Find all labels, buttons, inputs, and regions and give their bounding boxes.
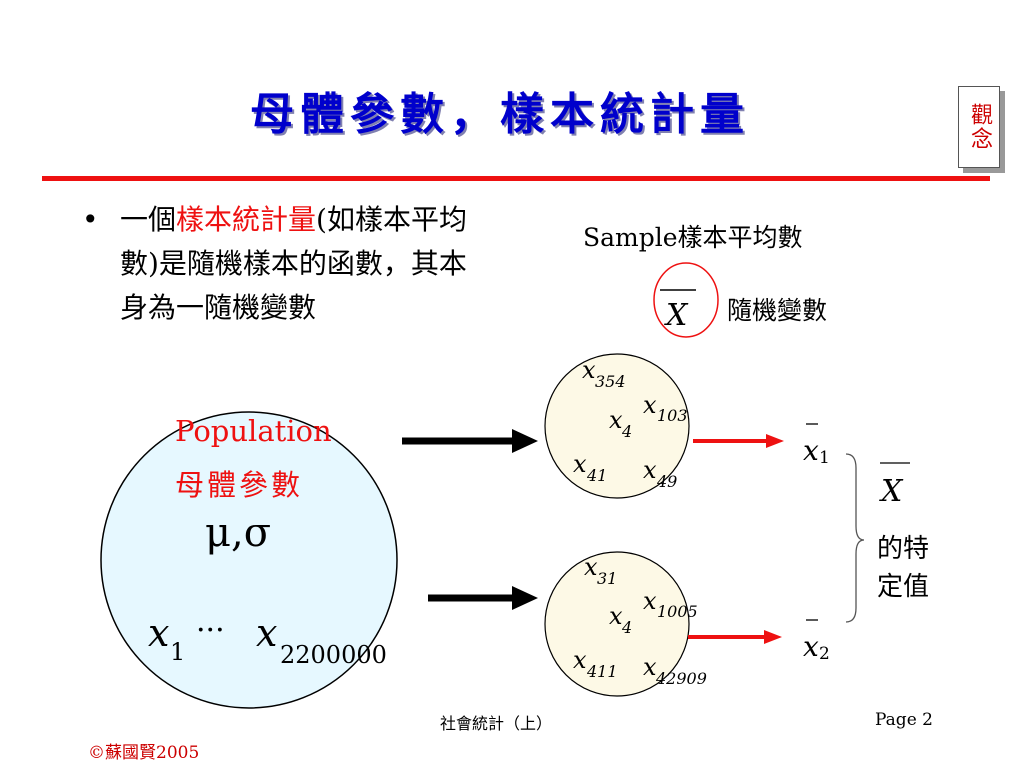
sample-item: x (573, 450, 587, 478)
property-label: 的特定值 (876, 534, 929, 602)
arrowhead-1-icon (512, 429, 538, 453)
population-label-en: Population (175, 414, 332, 448)
arrowhead-2-icon (512, 586, 538, 610)
brace-xbar-symbol: X (879, 474, 904, 509)
red-arrowhead-2-icon (764, 630, 782, 644)
population-range: x 1 ··· x 2200000 (148, 611, 387, 669)
sample-item-sub: 4 (621, 618, 632, 637)
svg-text:2: 2 (819, 644, 830, 664)
slide-title: 母體參數，樣本統計量 (250, 89, 750, 140)
footer-copyright: ©蘇國賢2005 (88, 743, 200, 763)
red-arrowhead-1-icon (766, 434, 784, 448)
svg-text:x: x (803, 630, 819, 663)
population-circle (100, 411, 398, 709)
sample-item: x (573, 646, 587, 674)
sample-item: x (643, 587, 657, 615)
sample-2-circle (544, 551, 690, 697)
sample-item-sub: 354 (595, 372, 626, 391)
sample-1-circle (544, 353, 690, 499)
sample-item-sub: 1005 (657, 602, 698, 621)
sample-item: x (643, 456, 657, 484)
sample-item: x (582, 356, 596, 384)
bullet-text: 一個樣本統計量(如樣本平均數)是隨機樣本的函數，其本身為一隨機變數 (90, 198, 470, 330)
footer-page-number: Page 2 (875, 710, 933, 730)
concept-badge: 觀念 (958, 86, 1000, 168)
bullet-prefix: 一個 (120, 203, 177, 236)
sample-item: x (643, 653, 657, 681)
right-brace-icon (845, 453, 865, 623)
svg-text:1: 1 (819, 448, 830, 468)
population-label-zh: 母體參數 (175, 468, 304, 502)
sample-item-sub: 49 (656, 472, 677, 491)
range-last-sub: 2200000 (280, 641, 387, 669)
sample-item: x (609, 406, 623, 434)
bullet-dot-icon: • (82, 203, 99, 236)
sample-item-sub: 41 (586, 466, 607, 485)
sample-item-sub: 31 (597, 569, 617, 588)
bullet-highlight: 樣本統計量 (176, 203, 317, 236)
range-dots: ··· (196, 613, 225, 648)
sample-2-items: x 31 x 1005 x 4 x 411 x 42909 (573, 553, 707, 688)
sample-item: x (609, 602, 623, 630)
sample-item: x (584, 553, 598, 581)
sample-1-items: x 354 x 103 x 4 x 41 x 49 (573, 356, 688, 491)
range-first-sub: 1 (170, 638, 185, 666)
sample-item-sub: 411 (586, 662, 618, 681)
xbar-highlight-circle (653, 262, 719, 338)
population-params: μ,σ (205, 510, 272, 556)
range-last-var: x (256, 611, 277, 655)
sample-mean-1: x 1 (803, 423, 830, 468)
bullet-list: • 一個樣本統計量(如樣本平均數)是隨機樣本的函數，其本身為一隨機變數 (82, 198, 470, 330)
xbar-symbol: X (664, 298, 689, 333)
sample-mean-label: Sample樣本平均數 (583, 223, 803, 252)
sample-item-sub: 42909 (655, 669, 707, 688)
sample-mean-2: x 2 (803, 619, 830, 664)
footer-course: 社會統計（上） (440, 714, 553, 733)
sample-item: x (643, 391, 657, 419)
sample-item-sub: 103 (657, 406, 688, 425)
bullet-rest: (如樣本平均數)是隨機樣本的函數，其本身為一隨機變數 (120, 203, 467, 324)
title-divider (42, 176, 990, 181)
random-variable-label: 隨機變數 (727, 296, 828, 325)
svg-text:x: x (803, 434, 819, 467)
sample-item-sub: 4 (621, 422, 632, 441)
range-first-var: x (148, 611, 169, 655)
